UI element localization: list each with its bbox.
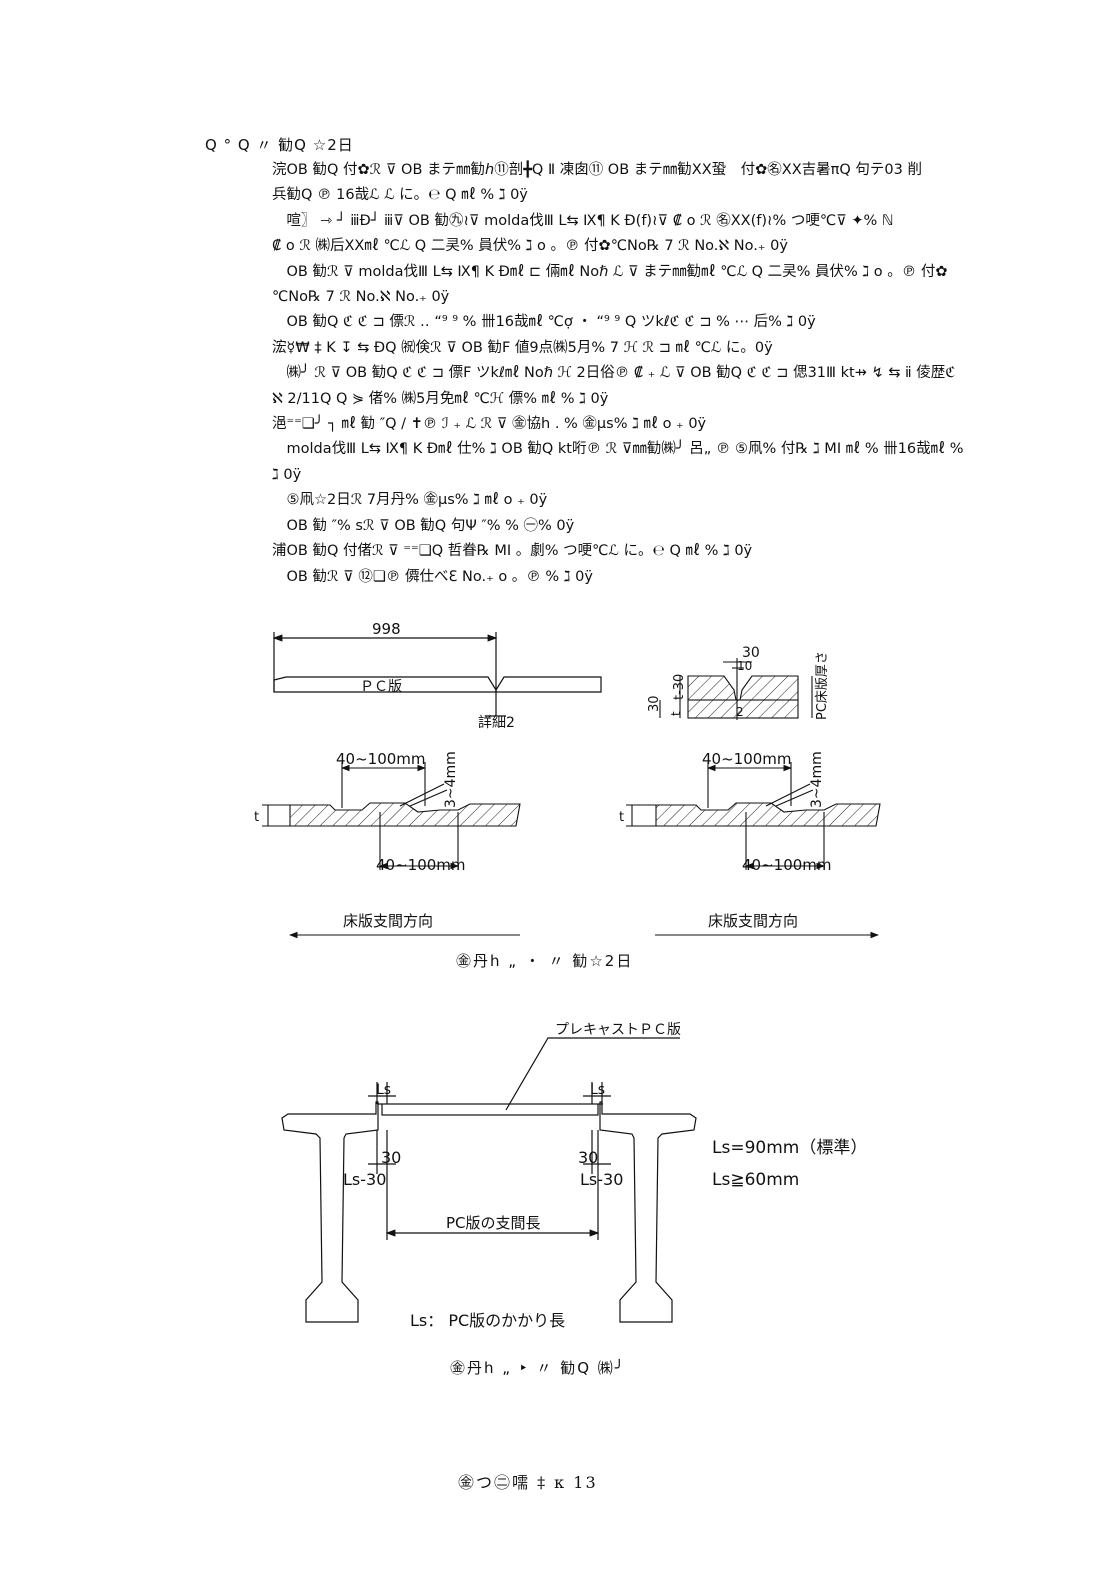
paragraph-line: 浤☿₩ ‡ Κ ↧ ⇆ ĐQ ㈷倹ℛ ⊽ OB 勧F 値9点㈱5月% 7 ℋ ℛ…	[272, 339, 773, 356]
paragraph-line: ₡ o ℛ ㈱后XX㎖ ℃ℒ Q 二㚑% 員伏% ℷ o 。℗ 付✿℃No℞ 7…	[272, 238, 788, 255]
groove-detail-right	[626, 762, 881, 870]
ls-legend: Ls： PC版のかかり長	[410, 1311, 565, 1330]
paragraph-line: ㈱╯ ℛ ⊽ OB 勧Q ℭ ℭ ⊐ 僄F ツkℓ㎖ Noℏ ℋ 2日俗℗ ₡ …	[272, 365, 956, 382]
right-depth-dim: 3~4mm	[809, 751, 825, 808]
figure1-caption: ㊎丹h „ ・ 〃 勧☆2日	[456, 952, 634, 970]
pc-slab-label: ＰＣ版	[360, 679, 402, 695]
figure2-caption: ㊎丹h „ ‣ 〃 勧Q ㈱╯	[450, 1359, 626, 1377]
right-bottom-dim: 40~100mm	[742, 856, 832, 874]
detail-2-label: 詳細2	[478, 715, 515, 731]
ls-minimum-text: Ls≧60mm	[712, 1170, 799, 1190]
ls-right-label: Ls	[590, 1082, 605, 1098]
section-heading: Q ° Q 〃 勧Q ☆2日	[205, 136, 354, 154]
paragraph-line: ⑤凧☆2日ℛ 7月丹% ㊎μs% ℷ ㎖ o ₊ 0ÿ	[272, 492, 548, 509]
paragraph-line: 兵勧Q ℗ 16哉ℒ ℒ に。℮ Q ㎖ % ℷ 0ÿ	[272, 187, 528, 204]
paragraph-line: 喧〗 ⇾ ┘ ⅲĐ┘ ⅲ⊽ OB 勧㊈≀⊽ molda伐Ⅲ L⇆ Ⅸ¶ Κ Đ(…	[272, 212, 894, 229]
precast-slab-label: プレキャストＰＣ版	[555, 1022, 681, 1038]
ls-30-right: Ls-30	[580, 1170, 623, 1189]
left-t-dim: t	[254, 810, 259, 825]
dim-2: 2	[736, 705, 744, 719]
right-top-dim: 40~100mm	[702, 750, 792, 768]
paragraph-line: 浥⁼⁼❏╯ ┐ ㎖ 勧 ″Q / ✝℗ ℐ ₊ ℒ ℛ ⊽ ㊎協h . % ㊎μ…	[272, 416, 707, 433]
paragraph-line: molda伐Ⅲ L⇆ Ⅸ¶ Κ Đ㎖ 仕% ℷ OB 勧Q kt哘℗ ℛ ⊽㎜勧…	[272, 441, 964, 458]
body-text: 浣OB 勧Q 付✿ℛ ⊽ OB まテ㎜勧ℎ⑪剖╋Q Ⅱ 凍囱⑪ OB まテ㎜勧X…	[272, 158, 1007, 590]
left-depth-dim: 3~4mm	[443, 751, 459, 808]
dim-998: 998	[372, 620, 401, 638]
pc-thickness-label: PC床版厚さ	[815, 651, 830, 720]
paragraph-line: 浦OB 勧Q 付偖ℛ ⊽ ⁼⁼❏Q 哲眷℞ ⅯⅠ 。劇% つ哽℃ℒ に。℮ Q …	[272, 543, 753, 560]
left-top-dim: 40~100mm	[336, 750, 426, 768]
ls-left-label: Ls	[376, 1082, 391, 1098]
paragraph-line: OB 勧ℛ ⊽ molda伐Ⅲ L⇆ Ⅸ¶ Κ Đ㎖ ⊏ 倆㎖ Noℏ ℒ ⊽ …	[272, 263, 948, 280]
right-t-dim: t	[619, 810, 624, 825]
dim-30-top: 30	[742, 645, 760, 661]
right-direction-label: 床版支間方向	[708, 912, 798, 930]
paragraph-line: 浣OB 勧Q 付✿ℛ ⊽ OB まテ㎜勧ℎ⑪剖╋Q Ⅱ 凍囱⑪ OB まテ㎜勧X…	[272, 162, 922, 178]
page-footer: ㊎つ㊁嚅 ‡ κ 13	[458, 1473, 598, 1492]
paragraph-line: ℃No℞ 7 ℛ No.ℵ No.₊ 0ÿ	[272, 289, 450, 306]
paragraph-line: ℵ 2/11Q Q ⋟ 偖% ㈱5月免㎖ ℃ℋ 僄% ㎖ % ℷ 0ÿ	[272, 390, 609, 407]
span-length-label: PC版の支間長	[446, 1214, 541, 1232]
paragraph-line: OB 勧 ″% sℛ ⊽ OB 勧Q 句Ψ ″% % ㊀% 0ÿ	[272, 517, 575, 534]
groove-detail-left	[262, 762, 521, 870]
dim-30-right: 30	[578, 1148, 598, 1167]
dim-t-left: t	[669, 711, 683, 716]
ls-standard-text: Ls=90mm（標準）	[712, 1138, 867, 1158]
joint-cross-section	[659, 658, 813, 720]
dim-30-left: 30	[381, 1148, 401, 1167]
paragraph-line: OB 勧ℛ ⊽ ⑫❏℗ 僲仕べℇ No.₊ o 。℗ % ℷ 0ÿ	[272, 568, 593, 585]
dim-30-side: 30	[647, 695, 662, 712]
left-bottom-dim: 40~100mm	[376, 856, 466, 874]
left-direction-label: 床版支間方向	[343, 912, 433, 930]
girder-section-figure	[281, 1037, 697, 1323]
ls-30-left: Ls-30	[343, 1170, 386, 1189]
dim-t-30: t-30	[672, 674, 687, 700]
paragraph-line: ℷ 0ÿ	[272, 466, 302, 483]
pc-slab-elevation	[272, 632, 602, 717]
paragraph-line: OB 勧Q ℭ ℭ ⊐ 僄ℛ ‥ “⁹ ⁹ % 卌16哉㎖ ℃ợ ・ “⁹ ⁹ …	[272, 314, 816, 331]
dim-10: 10	[737, 659, 752, 673]
